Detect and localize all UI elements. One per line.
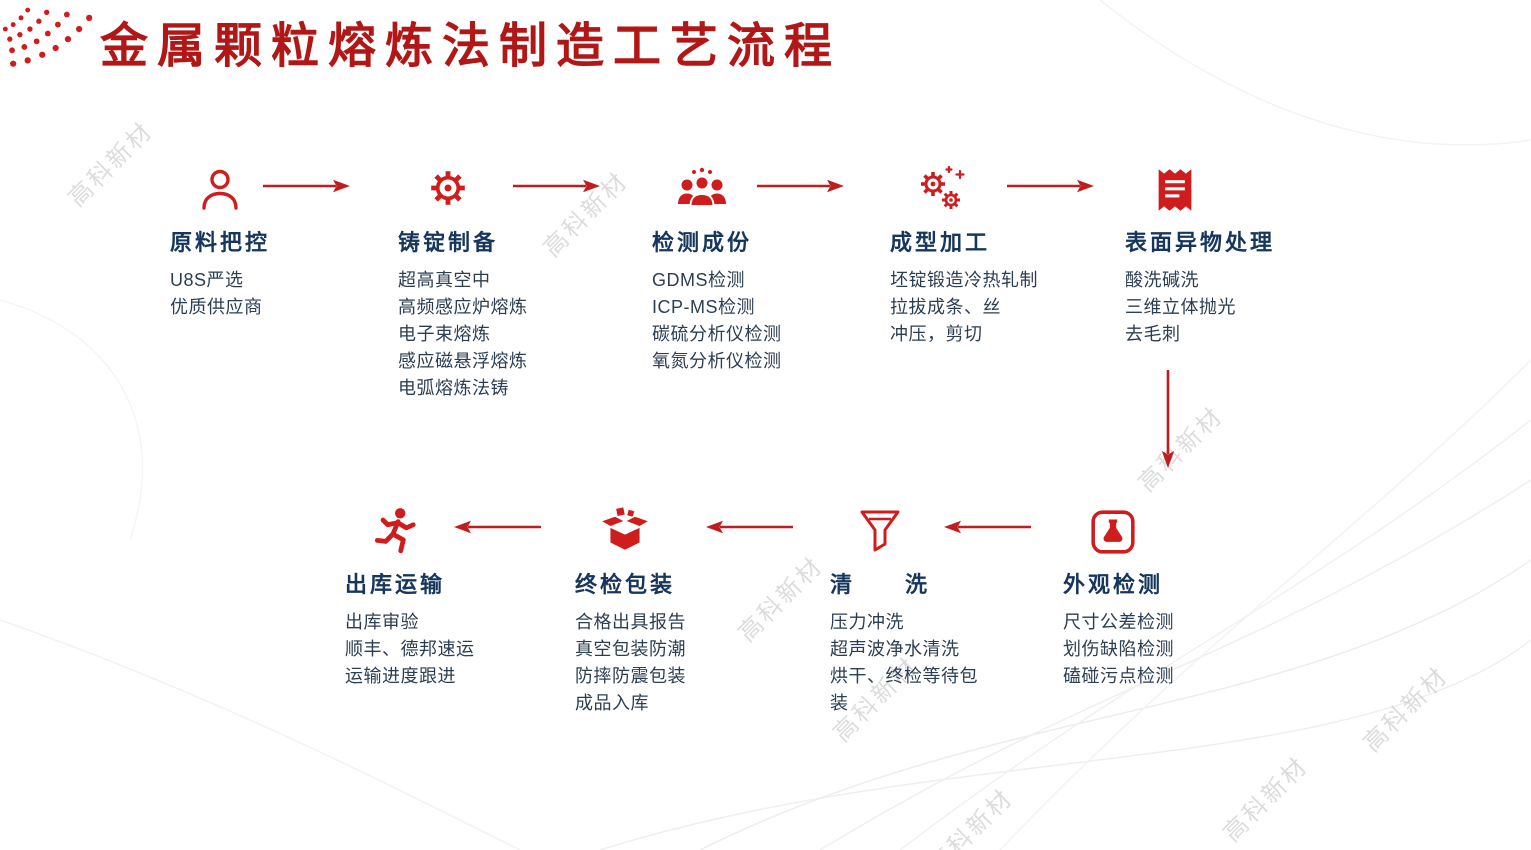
step-composition-testing: 检测成份 GDMS检测 ICP-MS检测碳硫分析仪检测氧氮分析仪检测 xyxy=(652,158,782,375)
watermark: 高科新材 xyxy=(63,116,159,213)
detail-line: 电子束熔炼 xyxy=(398,324,491,344)
detail-line: 感应磁悬浮熔炼 xyxy=(398,351,528,371)
funnel-icon xyxy=(830,500,930,556)
watermark: 高科新材 xyxy=(1218,751,1314,848)
step-title: 外观检测 xyxy=(1063,572,1164,597)
detail-line: 超高真空中 xyxy=(398,270,491,290)
step-title: 清 洗 xyxy=(830,572,931,597)
receipt-icon xyxy=(1125,158,1225,214)
step-details: GDMS检测 ICP-MS检测碳硫分析仪检测氧氮分析仪检测 xyxy=(652,267,782,375)
team-icon xyxy=(652,158,752,214)
detail-line: 坯锭锻造冷热轧制 xyxy=(890,270,1038,290)
step-details: 坯锭锻造冷热轧制拉拔成条、丝冲压，剪切 xyxy=(890,267,1038,348)
step-details: 超高真空中高频感应炉熔炼电子束熔炼感应磁悬浮熔炼电弧熔炼法铸 xyxy=(398,267,528,402)
watermark: 高科新材 xyxy=(1358,661,1454,758)
detail-line: 划伤缺陷检测 xyxy=(1063,639,1174,659)
step-title: 终检包装 xyxy=(575,572,676,597)
detail-line: 成品入库 xyxy=(575,693,649,713)
detail-line: 真空包装防潮 xyxy=(575,639,686,659)
detail-line: ICP-MS检测 xyxy=(652,297,755,317)
detail-line: 防摔防震包装 xyxy=(575,666,686,686)
running-person-icon xyxy=(345,500,445,556)
step-details: 酸洗碱洗三维立体抛光去毛刺 xyxy=(1125,267,1275,348)
step-details: 尺寸公差检测划伤缺陷检测磕碰污点检测 xyxy=(1063,609,1174,690)
step-ingot-preparation: 铸锭制备 超高真空中高频感应炉熔炼电子束熔炼感应磁悬浮熔炼电弧熔炼法铸 xyxy=(398,158,528,402)
step-details: 压力冲洗超声波净水清洗烘干、终检等待包装 xyxy=(830,609,982,717)
step-details: U8S严选优质供应商 xyxy=(170,267,270,321)
detail-line: 合格出具报告 xyxy=(575,612,686,632)
detail-line: 优质供应商 xyxy=(170,297,263,317)
detail-line: 冲压，剪切 xyxy=(890,324,983,344)
person-icon xyxy=(170,158,270,214)
dots-decoration xyxy=(2,7,93,67)
detail-line: 压力冲洗 xyxy=(830,612,904,632)
detail-line: 去毛刺 xyxy=(1125,324,1181,344)
detail-line: 出库审验 xyxy=(345,612,419,632)
step-details: 出库审验顺丰、德邦速运运输进度跟进 xyxy=(345,609,475,690)
page-title: 金属颗粒熔炼法制造工艺流程 xyxy=(100,18,842,74)
detail-line: 氧氮分析仪检测 xyxy=(652,351,782,371)
detail-line: 尺寸公差检测 xyxy=(1063,612,1174,632)
watermark: 高科新材 xyxy=(733,551,829,648)
detail-line: 高频感应炉熔炼 xyxy=(398,297,528,317)
arrow-right-4 xyxy=(1007,179,1094,193)
step-final-packaging: 终检包装 合格出具报告真空包装防潮防摔防震包装成品入库 xyxy=(575,500,686,717)
arrow-left-1 xyxy=(454,520,541,534)
step-details: 合格出具报告真空包装防潮防摔防震包装成品入库 xyxy=(575,609,686,717)
arrow-right-1 xyxy=(263,179,350,193)
step-title: 铸锭制备 xyxy=(398,230,499,255)
step-outbound-transport: 出库运输 出库审验顺丰、德邦速运运输进度跟进 xyxy=(345,500,475,690)
step-title: 成型加工 xyxy=(890,230,991,255)
watermark: 高科新材 xyxy=(1133,401,1229,498)
watermark: 高科新材 xyxy=(538,166,634,263)
step-surface-treatment: 表面异物处理 酸洗碱洗三维立体抛光去毛刺 xyxy=(1125,158,1275,348)
step-forming-processing: 成型加工 坯锭锻造冷热轧制拉拔成条、丝冲压，剪切 xyxy=(890,158,1038,348)
arrow-down xyxy=(1161,370,1175,468)
detail-line: 烘干、终检等待包装 xyxy=(830,666,978,713)
detail-line: 三维立体抛光 xyxy=(1125,297,1236,317)
detail-line: 电弧熔炼法铸 xyxy=(398,378,509,398)
watermark: 高科新材 xyxy=(923,783,1019,850)
gear-icon xyxy=(398,158,498,214)
detail-line: 顺丰、德邦速运 xyxy=(345,639,475,659)
arrow-left-2 xyxy=(706,520,793,534)
arrow-right-3 xyxy=(757,179,844,193)
step-raw-material-control: 原料把控 U8S严选优质供应商 xyxy=(170,158,270,321)
open-box-icon xyxy=(575,500,675,556)
step-appearance-inspection: 外观检测 尺寸公差检测划伤缺陷检测磕碰污点检测 xyxy=(1063,500,1174,690)
inspection-icon xyxy=(1063,500,1163,556)
step-cleaning: 清 洗 压力冲洗超声波净水清洗烘干、终检等待包装 xyxy=(830,500,982,717)
detail-line: 磕碰污点检测 xyxy=(1063,666,1174,686)
detail-line: 酸洗碱洗 xyxy=(1125,270,1199,290)
arrow-left-3 xyxy=(944,520,1031,534)
step-title: 表面异物处理 xyxy=(1125,230,1276,255)
step-title: 检测成份 xyxy=(652,230,753,255)
detail-line: 碳硫分析仪检测 xyxy=(652,324,782,344)
step-title: 出库运输 xyxy=(345,572,446,597)
detail-line: U8S严选 xyxy=(170,270,244,290)
detail-line: 拉拔成条、丝 xyxy=(890,297,1001,317)
gears-icon xyxy=(890,158,990,214)
arrow-right-2 xyxy=(513,179,600,193)
detail-line: 超声波净水清洗 xyxy=(830,639,960,659)
detail-line: 运输进度跟进 xyxy=(345,666,456,686)
step-title: 原料把控 xyxy=(170,230,271,255)
detail-line: GDMS检测 xyxy=(652,270,745,290)
